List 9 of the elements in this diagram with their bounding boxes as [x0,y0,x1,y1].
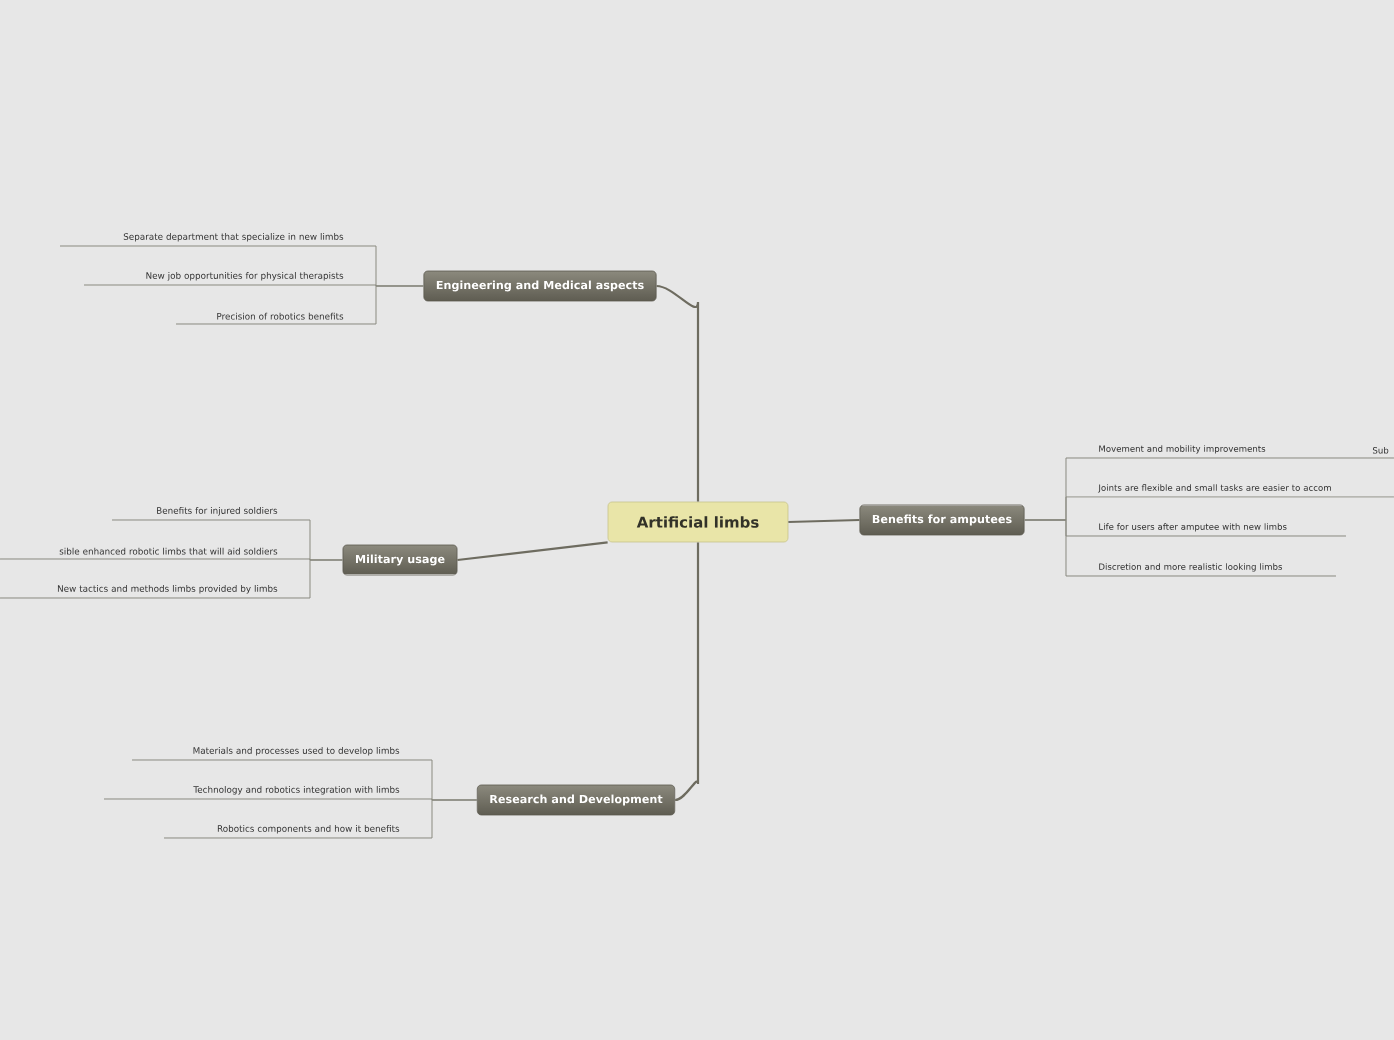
connector [788,518,860,524]
connector [1327,457,1369,459]
connector [375,285,424,325]
connector [431,799,478,839]
connector [674,542,700,802]
connector [457,541,608,562]
connector [1024,519,1067,577]
connector [656,284,700,502]
connector [309,559,344,599]
